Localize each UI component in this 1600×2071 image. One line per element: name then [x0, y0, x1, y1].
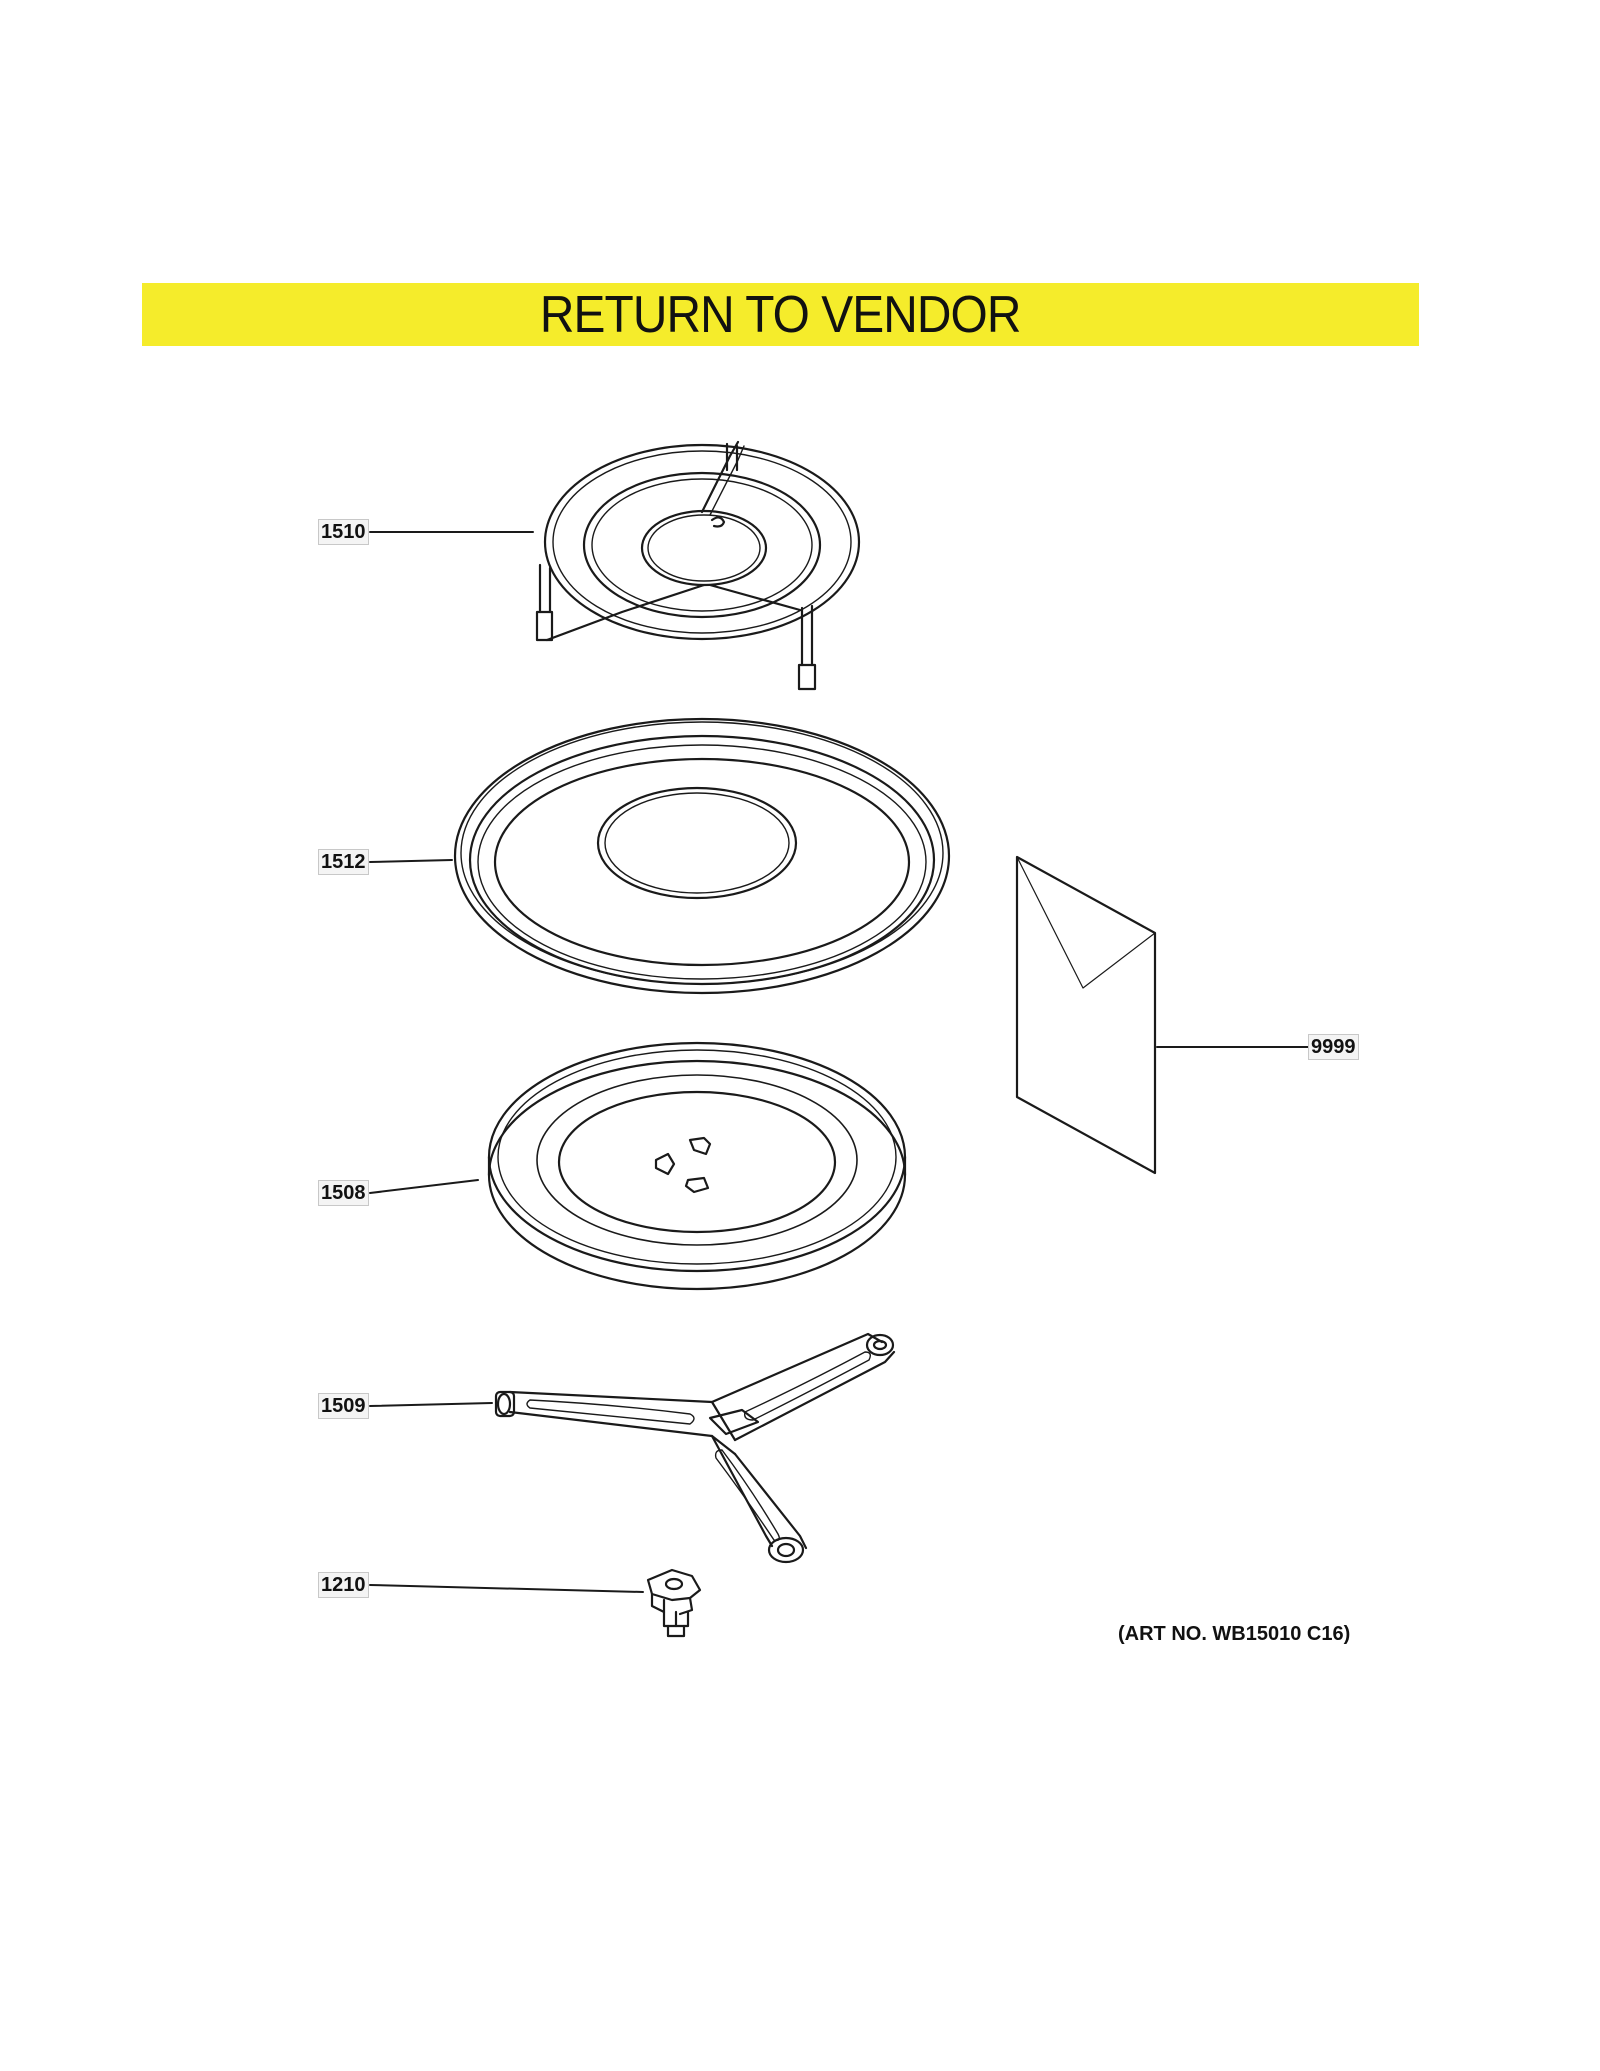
tray-ring-icon — [453, 717, 951, 995]
callout-1508: 1508 — [318, 1180, 369, 1206]
callout-1509: 1509 — [318, 1393, 369, 1419]
callout-9999: 9999 — [1308, 1034, 1359, 1060]
leader-lines — [369, 531, 1309, 1593]
coupler-icon — [646, 1568, 702, 1638]
callout-1210: 1210 — [318, 1572, 369, 1598]
roller-support-icon — [494, 1332, 896, 1564]
banner-title: RETURN TO VENDOR — [540, 285, 1021, 344]
callout-1510: 1510 — [318, 519, 369, 545]
rack-icon — [535, 440, 861, 691]
literature-envelope-icon — [1015, 855, 1157, 1175]
callout-1512: 1512 — [318, 849, 369, 875]
return-to-vendor-banner: RETURN TO VENDOR — [142, 283, 1419, 346]
art-number: (ART NO. WB15010 C16) — [1118, 1623, 1351, 1645]
turntable-tray-icon — [487, 1041, 907, 1291]
